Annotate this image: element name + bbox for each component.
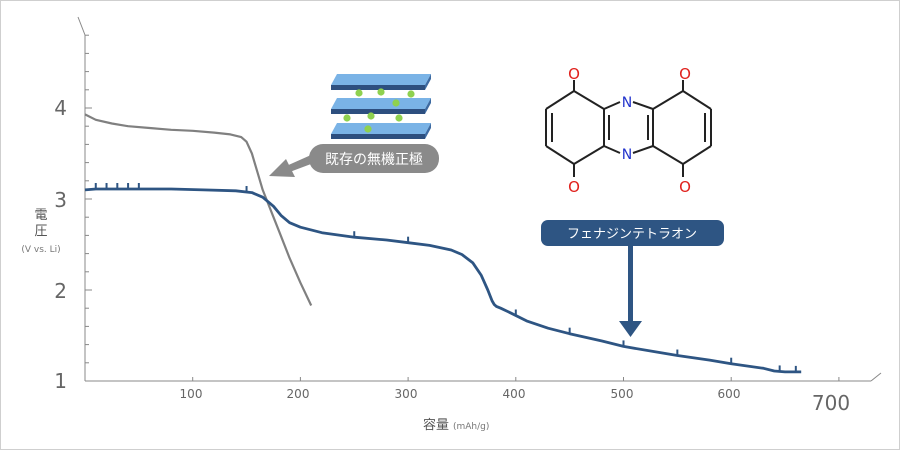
inorganic-arrow-head bbox=[269, 159, 295, 177]
organic-label-text: フェナジンテトラオン bbox=[567, 227, 697, 242]
y-axis-unit: (V vs. Li) bbox=[21, 245, 60, 255]
x-tick-label-700: 700 bbox=[812, 391, 850, 415]
organic-arrow-shaft bbox=[628, 246, 633, 323]
x-axis-end-flare bbox=[870, 372, 882, 382]
x-tick-label-400: 400 bbox=[503, 387, 526, 401]
x-axis-unit: (mAh/g) bbox=[453, 422, 489, 432]
x-tick-label-100: 100 bbox=[180, 387, 203, 401]
y-axis-end-flare bbox=[77, 16, 86, 36]
x-tick-label-600: 600 bbox=[718, 387, 741, 401]
y-tick-label-4: 4 bbox=[54, 96, 67, 120]
y-tick-label-1: 1 bbox=[54, 369, 67, 393]
oxygen-atom-bottom-right: O bbox=[679, 178, 691, 196]
x-ticks bbox=[192, 377, 840, 381]
y-axis-title-char-2: 圧 bbox=[34, 224, 47, 239]
organic-arrow-head bbox=[619, 321, 642, 337]
series-line-phenazine-tetraone bbox=[84, 187, 802, 374]
x-tick-label-200: 200 bbox=[287, 387, 310, 401]
layer-bottom bbox=[331, 123, 431, 139]
y-tick-label-2: 2 bbox=[54, 279, 67, 303]
oxygen-atom-bottom-left: O bbox=[568, 178, 580, 196]
x-axis-title: 容量 bbox=[423, 417, 449, 433]
x-tick-label-300: 300 bbox=[395, 387, 418, 401]
y-axis-title-char-1: 電 bbox=[34, 208, 47, 223]
nitrogen-atom-bottom: N bbox=[622, 147, 632, 163]
layer-middle bbox=[331, 98, 431, 114]
inorganic-label-pill bbox=[309, 144, 439, 173]
phenazine-tetraone-structure bbox=[545, 80, 712, 177]
layered-cathode-illustration bbox=[331, 74, 431, 139]
series-line-inorganic-cathode bbox=[84, 113, 313, 306]
oxygen-atom-top-right: O bbox=[679, 65, 691, 83]
x-tick-label-500: 500 bbox=[611, 387, 634, 401]
oxygen-atom-top-left: O bbox=[568, 65, 580, 83]
organic-label-pill bbox=[541, 220, 724, 246]
layer-top bbox=[331, 74, 431, 90]
series-markers-phenazine-tetraone bbox=[94, 182, 797, 372]
inorganic-label-text: 既存の無機正極 bbox=[325, 152, 423, 168]
intercalated-ion-spheres bbox=[343, 88, 415, 133]
nitrogen-atom-top: N bbox=[622, 95, 632, 111]
y-ticks bbox=[85, 34, 92, 382]
y-tick-label-3: 3 bbox=[54, 188, 67, 212]
